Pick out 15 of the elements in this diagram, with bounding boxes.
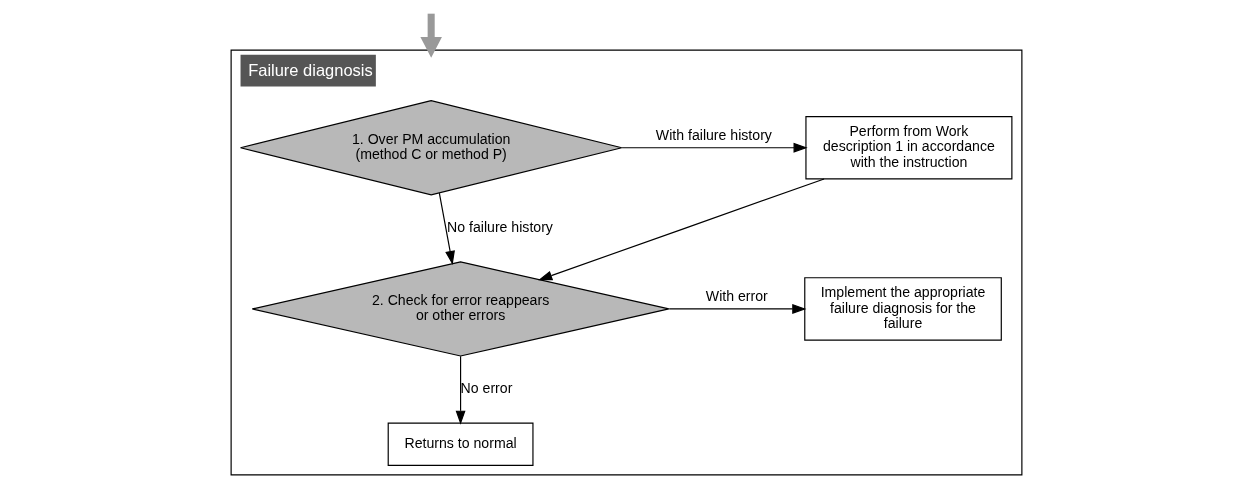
- edge-label: With failure history: [655, 127, 772, 144]
- arrow: [419, 13, 442, 58]
- arrow: [537, 178, 825, 281]
- node-diamond: 1. Over PM accumulation (method C or method P): [239, 100, 622, 196]
- arrow: [438, 192, 455, 265]
- node-box: Perform from Work description 1 in accordance with the instruction: [804, 115, 1012, 180]
- node-diamond: 2. Check for error reappears or other errors: [251, 261, 669, 357]
- node-box: Implement the appropriate failure diagnosis for the failure: [803, 277, 1002, 341]
- arrow: [668, 304, 806, 314]
- edge-label: No error: [460, 380, 512, 397]
- edge-label: No failure history: [446, 218, 553, 235]
- arrow: [620, 142, 808, 153]
- edge-label: With error: [705, 288, 768, 305]
- node-box: Returns to normal: [387, 422, 534, 467]
- arrow: [455, 355, 466, 425]
